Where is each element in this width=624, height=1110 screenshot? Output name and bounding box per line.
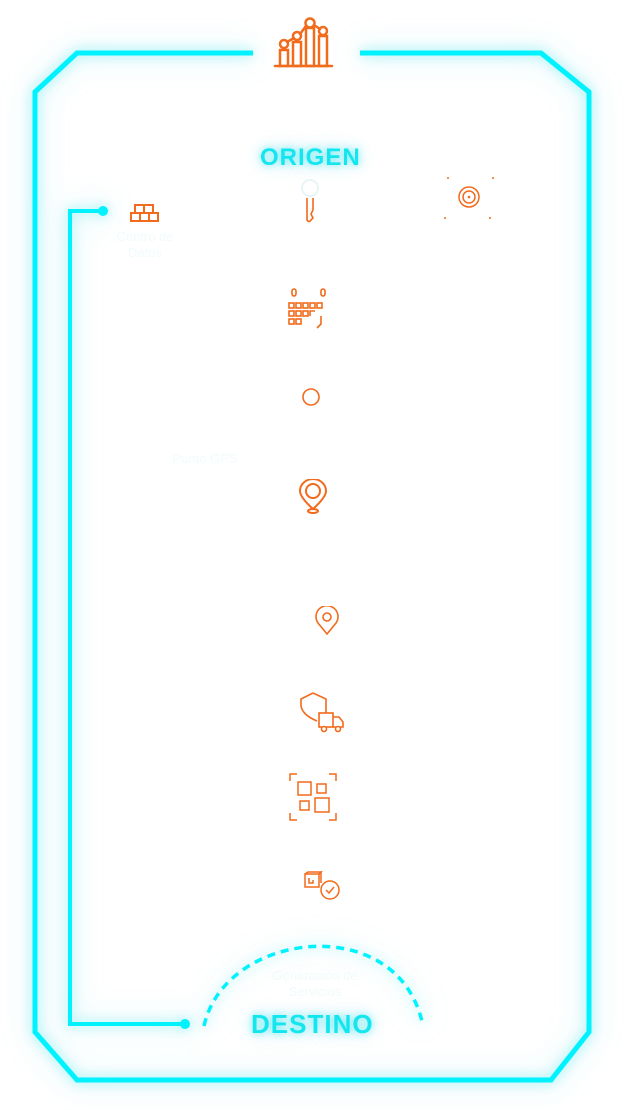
ghost-label-gps: Punto GPS <box>172 451 238 466</box>
ghost-label-services: Generación de Servicios <box>272 968 358 999</box>
origin-label: ORIGEN <box>260 144 361 171</box>
chart-growth-icon <box>273 17 334 68</box>
outer-frame <box>32 50 592 1083</box>
key-icon <box>301 179 319 223</box>
package-check-icon <box>304 871 340 900</box>
destination-arc <box>202 944 425 1027</box>
connector-line <box>68 209 185 1026</box>
warehouse-boxes-icon <box>130 204 159 222</box>
shield-truck-icon <box>300 692 344 733</box>
connector-node-end <box>180 1019 190 1029</box>
connector-node-start <box>98 206 108 216</box>
scan-squares-icon <box>289 773 337 821</box>
circle-icon <box>302 388 320 406</box>
location-pin-large-icon <box>298 479 328 514</box>
target-icon <box>444 177 494 219</box>
ghost-label-data-center: Centro de Datos <box>116 229 174 260</box>
location-pin-icon <box>315 606 339 636</box>
destination-label: DESTINO <box>251 1009 374 1039</box>
calendar-icon <box>288 288 326 329</box>
